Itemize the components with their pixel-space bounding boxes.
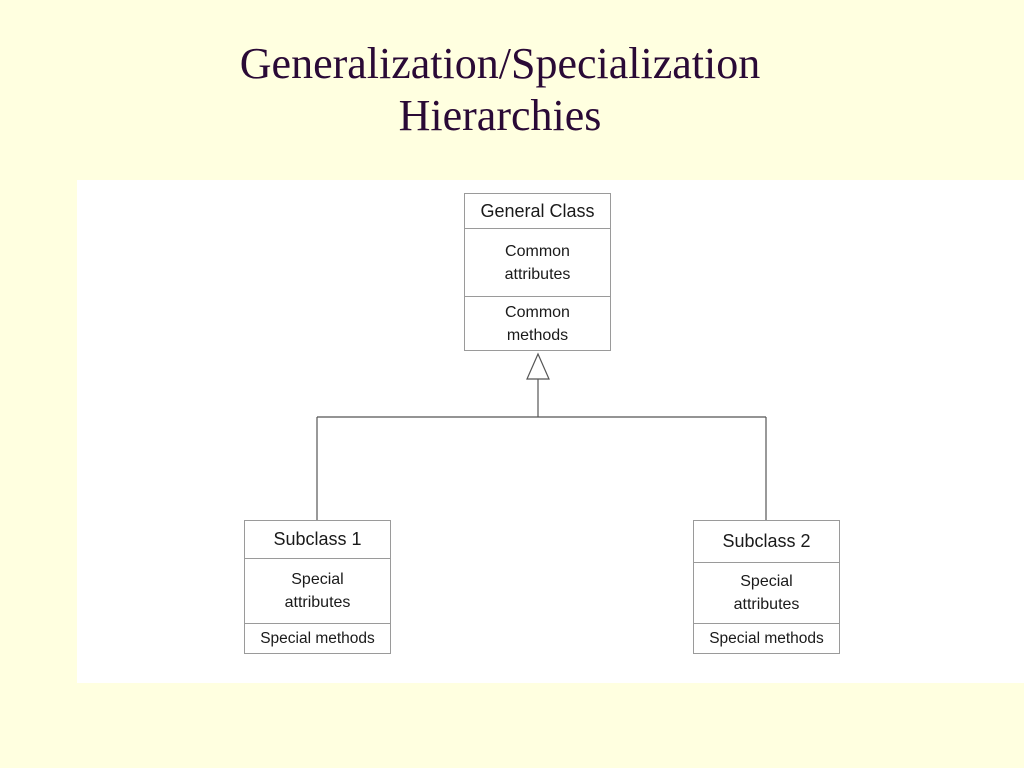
diagram-panel: General Class Common attributes Common m… xyxy=(77,180,1024,683)
general-class-divider-1 xyxy=(465,228,610,229)
subclass-1-divider-1 xyxy=(245,558,390,559)
general-class-name: General Class xyxy=(480,200,595,221)
general-class-box: General Class Common attributes Common m… xyxy=(464,193,611,351)
subclass-1-name: Subclass 1 xyxy=(273,529,362,549)
general-class-methods: Common methods xyxy=(505,303,570,344)
subclass-1-attributes: Special attributes xyxy=(284,571,351,611)
slide-title-line-2: Hierarchies xyxy=(398,91,602,140)
general-class-divider-2 xyxy=(465,296,610,297)
subclass-1-methods: Special methods xyxy=(260,630,375,647)
general-class-attributes: Common attributes xyxy=(504,242,571,283)
inheritance-connectors xyxy=(316,352,767,520)
subclass-1-divider-2 xyxy=(245,623,390,624)
subclass-2-name: Subclass 2 xyxy=(722,531,811,551)
generalization-arrowhead xyxy=(526,352,550,380)
subclass-2-divider-1 xyxy=(694,562,839,563)
subclass-1-box: Subclass 1 Special attributes Special me… xyxy=(244,520,391,654)
subclass-2-divider-2 xyxy=(694,623,839,624)
slide-title: Generalization/Specialization Hierarchie… xyxy=(0,38,1000,142)
subclass-2-box: Subclass 2 Special attributes Special me… xyxy=(693,520,840,654)
slide-title-line-1: Generalization/Specialization xyxy=(239,39,761,88)
subclass-2-attributes: Special attributes xyxy=(733,573,800,613)
subclass-2-methods: Special methods xyxy=(709,630,824,647)
